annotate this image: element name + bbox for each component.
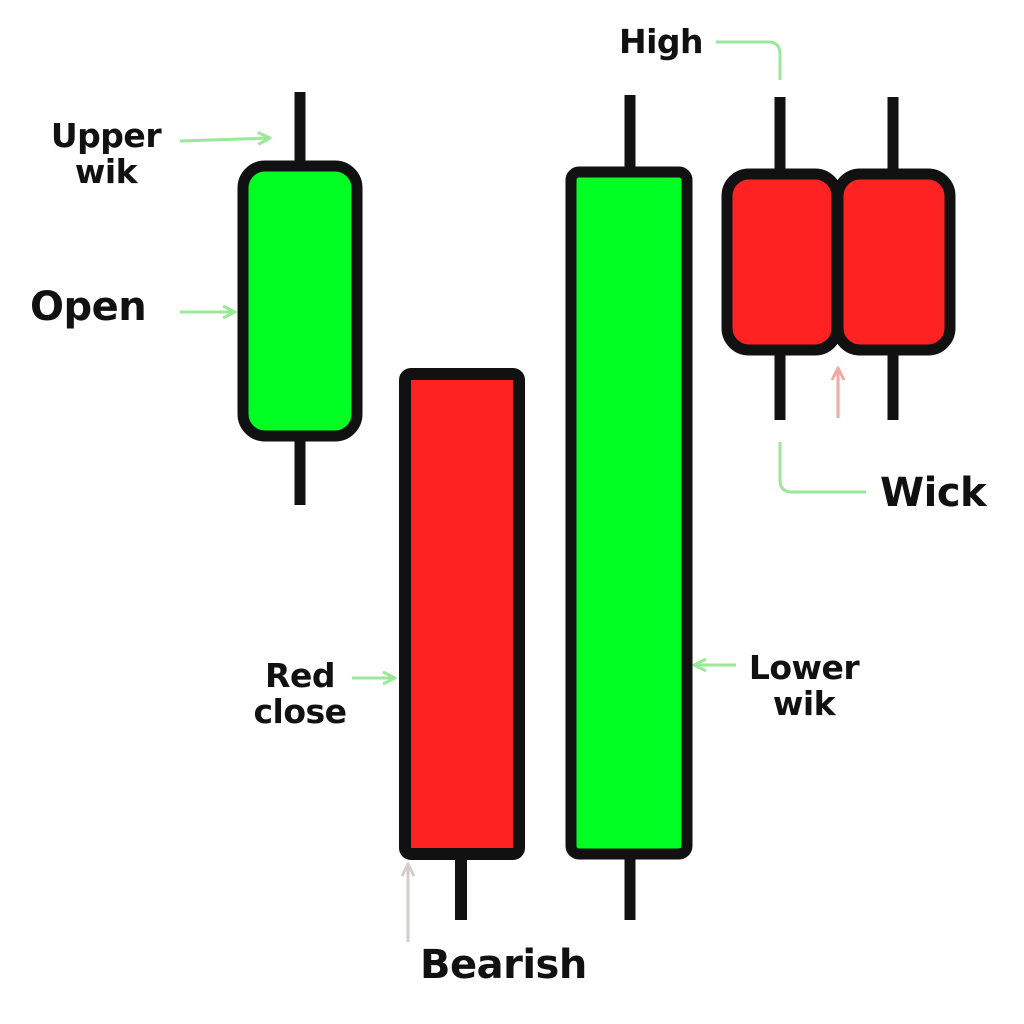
candle-1-bullish (237, 92, 363, 505)
upper-wick-arrow-icon (179, 138, 270, 141)
wick-label: Wick (880, 470, 987, 516)
candle-5-bearish (832, 97, 956, 420)
open-label: Open (30, 284, 147, 330)
bearish-label: Bearish (420, 942, 587, 988)
candle-4-bearish (721, 97, 843, 420)
candle-2-body (399, 368, 525, 860)
upper-wick-label: Upper wik (48, 118, 164, 189)
high-connector-icon (716, 40, 782, 80)
candle-5-body (832, 168, 956, 356)
lower-wick-label-line2: wik (772, 683, 836, 723)
wick-connector-icon (778, 442, 866, 494)
red-close-label-line2: close (253, 691, 347, 731)
upper-wick-label-line1: Upper (50, 116, 162, 155)
candle-3-bullish (565, 95, 693, 920)
upper-wick-label-line2: wik (74, 151, 138, 191)
candle-2-bearish (399, 368, 525, 920)
red-close-label: Red close (246, 658, 354, 729)
lower-wick-label-line1: Lower (748, 648, 860, 687)
candle-4-body (721, 168, 843, 356)
high-label: High (619, 22, 704, 61)
lower-wick-label: Lower wik (746, 650, 862, 721)
red-close-label-line1: Red (265, 656, 335, 695)
candle-1-body (237, 160, 363, 442)
candle-3-body (565, 166, 693, 860)
